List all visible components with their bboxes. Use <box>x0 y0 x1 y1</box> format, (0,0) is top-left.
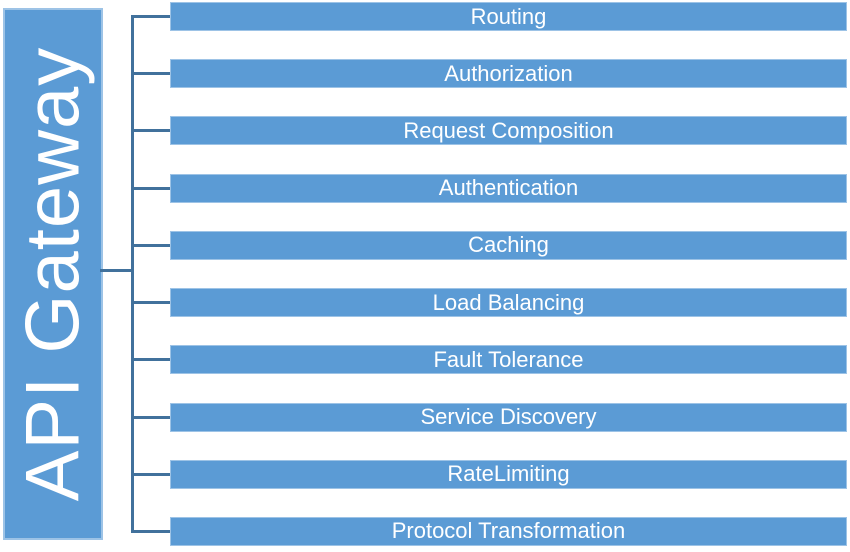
feature-bar-caching: Caching <box>170 230 847 260</box>
connector-stub <box>134 129 170 133</box>
feature-row: Fault Tolerance <box>134 345 847 375</box>
connector-stub <box>134 472 170 476</box>
feature-bar-protocol-transformation: Protocol Transformation <box>170 516 847 546</box>
feature-list: Routing Authorization Request Compositio… <box>134 2 847 546</box>
connector-vertical-line <box>131 15 134 533</box>
feature-bar-routing: Routing <box>170 2 847 31</box>
feature-bar-load-balancing: Load Balancing <box>170 288 847 318</box>
feature-bar-rate-limiting: RateLimiting <box>170 459 847 489</box>
feature-bar-fault-tolerance: Fault Tolerance <box>170 345 847 375</box>
feature-row: Authorization <box>134 59 847 89</box>
feature-row: Authentication <box>134 173 847 203</box>
api-gateway-title: API Gateway <box>10 46 95 502</box>
feature-row: RateLimiting <box>134 459 847 489</box>
connector-stub <box>134 243 170 247</box>
connector-root-line <box>100 269 134 272</box>
feature-row: Routing <box>134 2 847 31</box>
feature-row: Request Composition <box>134 116 847 146</box>
feature-bar-request-composition: Request Composition <box>170 116 847 146</box>
connector-stub <box>134 186 170 190</box>
feature-row: Service Discovery <box>134 402 847 432</box>
feature-row: Protocol Transformation <box>134 516 847 546</box>
connector-stub <box>134 72 170 76</box>
connector-stub <box>134 358 170 362</box>
connector-stub <box>134 415 170 419</box>
api-gateway-box: API Gateway <box>3 8 103 540</box>
feature-bar-authorization: Authorization <box>170 59 847 89</box>
connector-stub <box>134 529 170 533</box>
feature-row: Caching <box>134 230 847 260</box>
feature-row: Load Balancing <box>134 288 847 318</box>
feature-bar-authentication: Authentication <box>170 173 847 203</box>
feature-bar-service-discovery: Service Discovery <box>170 402 847 432</box>
connector-stub <box>134 15 170 18</box>
connector-stub <box>134 301 170 305</box>
